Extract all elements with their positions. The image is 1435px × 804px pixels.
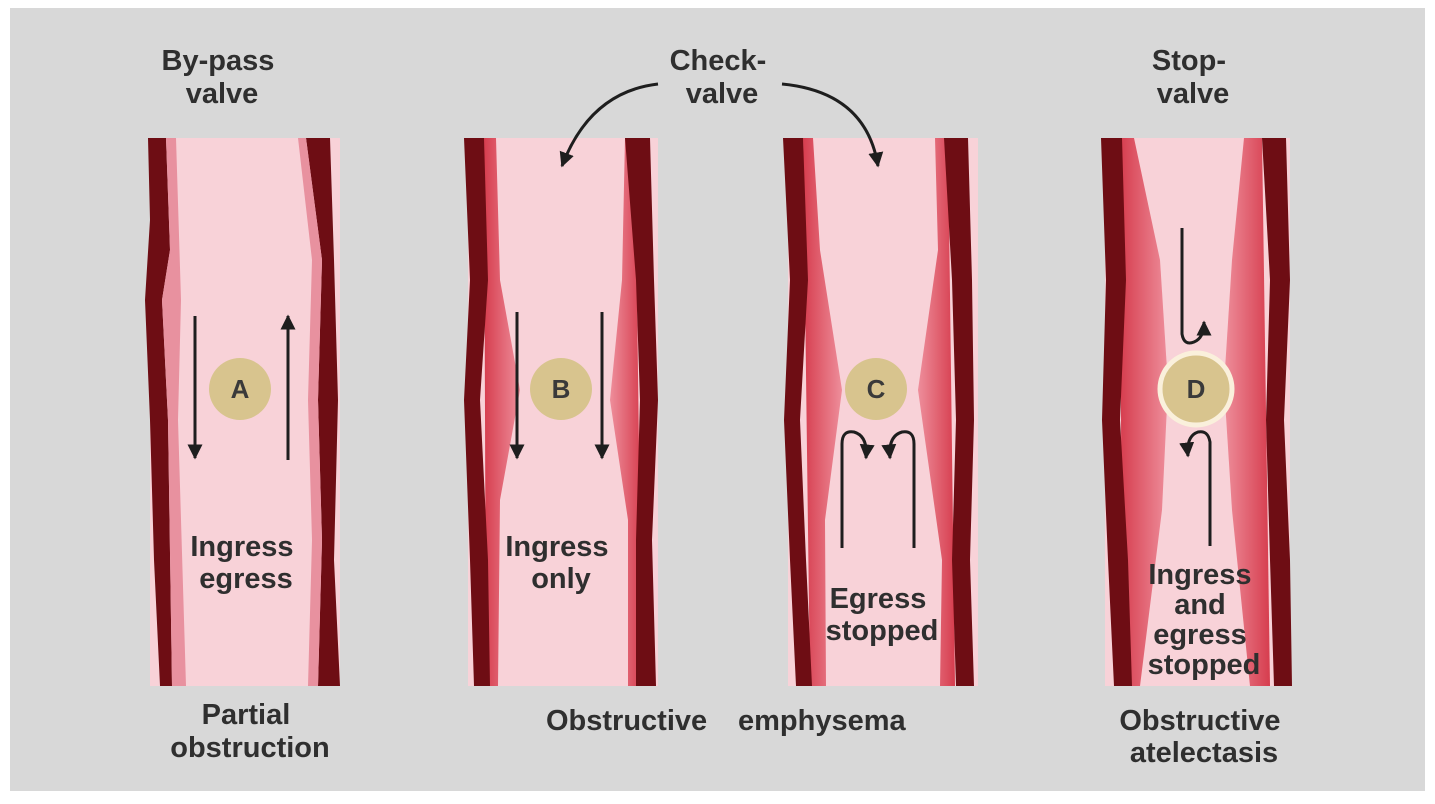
caption-obstructive-atelectasis: Obstructive atelectasis bbox=[1119, 705, 1288, 769]
foreign-body-label-d: D bbox=[1187, 374, 1206, 404]
airway-tube-a: A Ingress egress bbox=[145, 138, 340, 686]
airway-tube-b: B Ingress only bbox=[464, 138, 658, 686]
airway-tube-c: C Egress stopped bbox=[783, 138, 978, 686]
foreign-body-label-a: A bbox=[231, 374, 250, 404]
flow-label-a: Ingress egress bbox=[190, 531, 301, 595]
foreign-body-label-b: B bbox=[552, 374, 571, 404]
foreign-body-label-c: C bbox=[867, 374, 886, 404]
header-stop-valve: Stop- valve bbox=[1152, 45, 1234, 110]
airway-tube-d: D Ingress and egress stopped bbox=[1101, 138, 1292, 686]
flow-label-d: Ingress and egress stopped bbox=[1148, 559, 1261, 681]
flow-label-c: Egress stopped bbox=[826, 583, 939, 647]
